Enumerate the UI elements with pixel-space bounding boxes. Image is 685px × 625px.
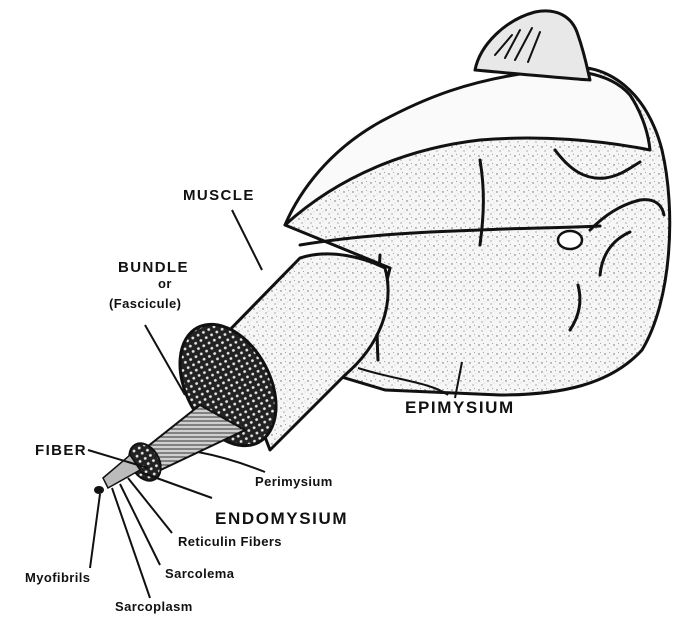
- label-reticulin-fibers: Reticulin Fibers: [178, 534, 282, 549]
- label-sarcoplasm: Sarcoplasm: [115, 599, 193, 614]
- label-endomysium: ENDOMYSIUM: [215, 509, 348, 528]
- label-fascicule: (Fascicule): [109, 296, 181, 311]
- label-sarcolema: Sarcolema: [165, 566, 235, 581]
- label-epimysium: EPIMYSIUM: [405, 398, 515, 417]
- label-fiber: FIBER: [35, 442, 87, 459]
- myofibril-tip: [94, 486, 104, 494]
- label-perimysium: Perimysium: [255, 474, 333, 489]
- label-bundle: BUNDLE: [118, 259, 189, 276]
- label-bundle-or: or: [158, 276, 172, 291]
- label-myofibrils: Myofibrils: [25, 570, 90, 585]
- fiber-strands: [94, 405, 245, 494]
- label-muscle: MUSCLE: [183, 187, 255, 204]
